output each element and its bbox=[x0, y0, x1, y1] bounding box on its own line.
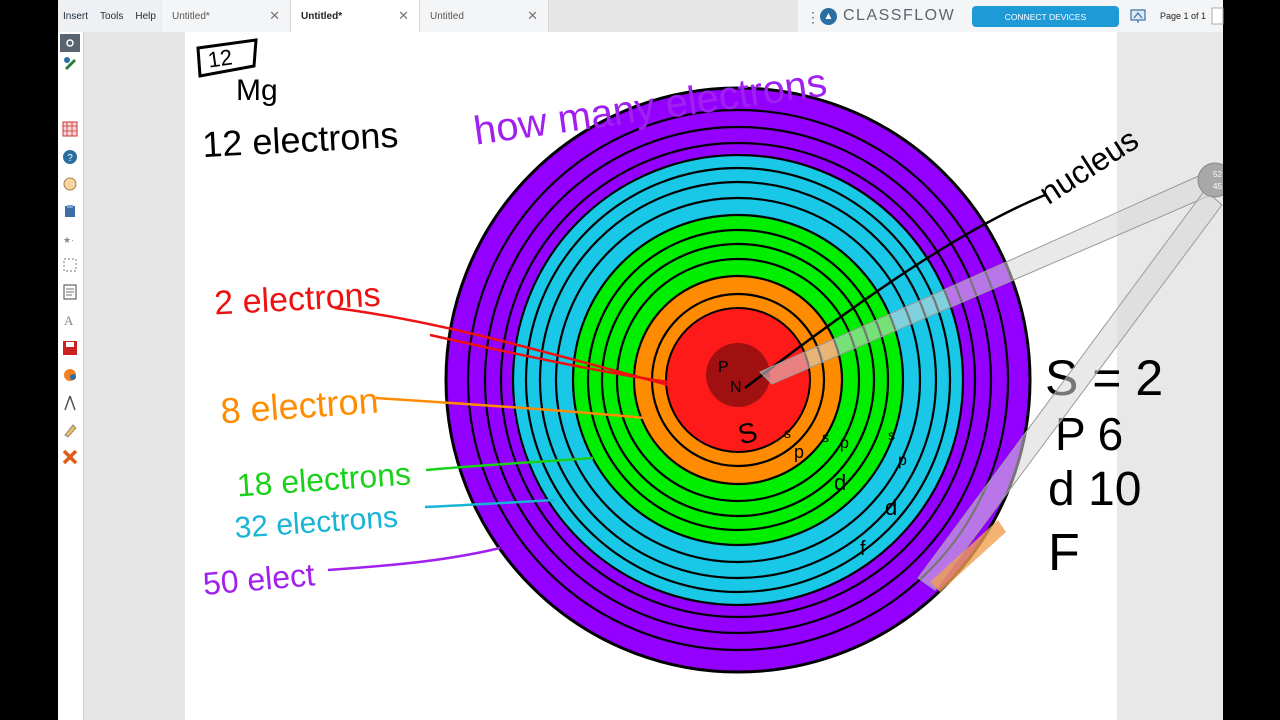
document-tab[interactable]: Untitled ✕ bbox=[420, 0, 549, 32]
subshell-mark: s bbox=[784, 425, 791, 441]
document-tab[interactable]: Untitled* ✕ bbox=[162, 0, 291, 32]
angle-readout: 52 bbox=[1213, 170, 1222, 179]
electron-count: 12 electrons bbox=[201, 114, 399, 165]
shell-4-label: 32 electrons bbox=[234, 501, 399, 545]
page-indicator: Page 1 of 1 bbox=[1160, 11, 1207, 21]
angle-readout: 45 bbox=[1213, 182, 1222, 191]
capacity-f: F bbox=[1048, 524, 1080, 582]
shell-ring bbox=[554, 196, 922, 564]
tab-label: Untitled* bbox=[301, 10, 343, 22]
side-panel bbox=[1117, 32, 1223, 720]
text-tool-icon[interactable]: A bbox=[60, 311, 80, 329]
marquee-select-icon[interactable] bbox=[60, 256, 80, 274]
shell-ring bbox=[586, 228, 890, 532]
menu-tools[interactable]: Tools bbox=[100, 10, 124, 22]
close-icon[interactable]: ✕ bbox=[398, 8, 409, 23]
shell-ring bbox=[499, 141, 977, 619]
tab-label: Untitled bbox=[430, 10, 464, 22]
shell-5-pointer bbox=[327, 546, 501, 572]
board-view-icon[interactable] bbox=[1130, 8, 1146, 24]
capacity-p: P 6 bbox=[1055, 408, 1123, 460]
palette-handle-icon[interactable] bbox=[60, 34, 80, 52]
subshell-mark: p bbox=[794, 442, 804, 462]
shell-ring bbox=[524, 166, 952, 594]
nucleus-label: nucleus bbox=[1032, 121, 1144, 211]
shell-2-pointer bbox=[375, 396, 646, 420]
header-right: ⋮ ▲ CLASSFLOW CONNECT DEVICES Page 1 of … bbox=[798, 0, 1223, 32]
screen-border bbox=[1223, 0, 1280, 720]
classflow-logo-icon: ▲ bbox=[820, 7, 837, 25]
menu-help[interactable]: Help bbox=[135, 10, 156, 22]
shell-4-pointer bbox=[424, 498, 556, 509]
tools-palette: ? ★· A bbox=[58, 32, 84, 720]
shell-ring bbox=[615, 257, 861, 503]
grid-tool-icon[interactable] bbox=[60, 120, 80, 138]
close-icon[interactable]: ✕ bbox=[269, 8, 280, 23]
atom-shells-diagram bbox=[444, 86, 1032, 674]
pencil-tool-icon[interactable] bbox=[930, 520, 1006, 592]
shell-3-pointer bbox=[425, 456, 594, 472]
menu-bar: Insert Tools Help bbox=[58, 0, 161, 32]
subshell-mark: d bbox=[834, 470, 846, 495]
shell-5-label: 50 elect bbox=[201, 556, 316, 602]
shell-2-label: 8 electron bbox=[219, 380, 380, 432]
menu-insert[interactable]: Insert bbox=[63, 10, 89, 22]
hand-tool-icon[interactable] bbox=[60, 175, 80, 193]
shell-1-pointer bbox=[334, 306, 669, 387]
svg-text:?: ? bbox=[67, 153, 73, 164]
subshell-mark: f bbox=[860, 538, 866, 560]
shell-ring bbox=[600, 242, 876, 518]
close-icon[interactable]: ✕ bbox=[527, 8, 538, 23]
shell-ring bbox=[466, 108, 1010, 652]
help-icon[interactable]: ? bbox=[60, 148, 80, 166]
capacity-d: d 10 bbox=[1048, 463, 1141, 516]
svg-text:A: A bbox=[64, 313, 74, 328]
stamp-icon[interactable]: ★· bbox=[60, 230, 80, 248]
subshell-mark: p bbox=[898, 452, 907, 469]
save-icon[interactable] bbox=[60, 339, 80, 357]
compass-icon[interactable] bbox=[60, 394, 80, 412]
subshell-mark: d bbox=[885, 495, 897, 520]
nucleus bbox=[706, 343, 770, 407]
atomic-number: 12 bbox=[206, 44, 234, 72]
tab-label: Untitled* bbox=[172, 10, 210, 22]
color-palette-icon[interactable] bbox=[60, 366, 80, 384]
proton-letter: P bbox=[718, 359, 729, 376]
protractor-tool[interactable]: 52 45 bbox=[759, 162, 1233, 592]
subshell-mark: p bbox=[840, 435, 849, 452]
eraser-close-icon[interactable] bbox=[60, 448, 80, 466]
document-tabs: Untitled* ✕ Untitled* ✕ Untitled ✕ bbox=[162, 0, 549, 32]
subshell-mark: s bbox=[822, 429, 829, 445]
protractor-arm[interactable] bbox=[917, 189, 1223, 591]
shell-ring bbox=[483, 125, 993, 635]
shell-1-label: 2 electrons bbox=[213, 276, 381, 323]
element-symbol: Mg bbox=[236, 74, 278, 107]
pen-tool-icon[interactable] bbox=[60, 54, 80, 72]
selector-icon[interactable] bbox=[60, 202, 80, 220]
page-icon[interactable] bbox=[60, 283, 80, 301]
connect-devices-button[interactable]: CONNECT DEVICES bbox=[972, 6, 1119, 27]
classflow-logo: ▲ CLASSFLOW bbox=[820, 7, 955, 25]
shell-3-label: 18 electrons bbox=[236, 455, 412, 503]
shell-ring bbox=[538, 180, 938, 580]
highlighter-icon[interactable] bbox=[60, 421, 80, 439]
nucleus-pointer bbox=[744, 193, 1046, 389]
screen-edge bbox=[1211, 7, 1224, 25]
more-options-icon[interactable]: ⋮ bbox=[806, 9, 820, 25]
element-box bbox=[196, 38, 258, 78]
svg-text:★·: ★· bbox=[63, 235, 74, 245]
neutron-letter: N bbox=[730, 379, 742, 396]
brand-name: CLASSFLOW bbox=[843, 7, 956, 24]
document-tab-active[interactable]: Untitled* ✕ bbox=[291, 0, 420, 32]
subshell-mark: s bbox=[888, 427, 895, 443]
